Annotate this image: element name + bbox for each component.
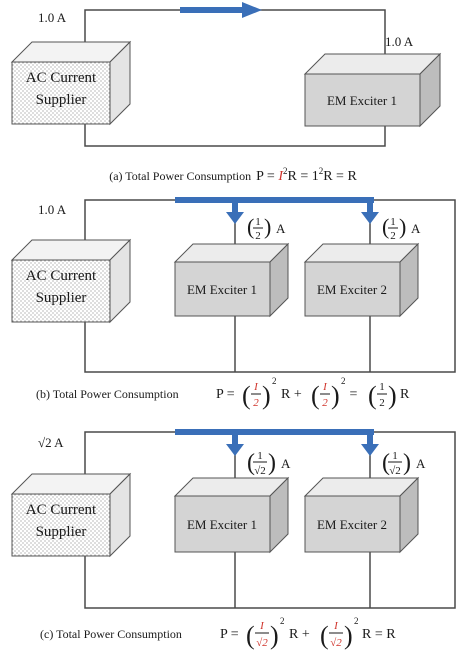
panel-c-formula-p: P = bbox=[220, 627, 239, 642]
panel-a-exciter-label: EM Exciter 1 bbox=[327, 93, 397, 108]
svg-text:): ) bbox=[399, 214, 406, 239]
svg-text:(: ( bbox=[320, 621, 329, 650]
panel-b-em-exciter-2: EM Exciter 2 bbox=[303, 242, 420, 318]
panel-c-branch2-den: √2 bbox=[389, 465, 401, 477]
panel-b: AC Current Supplier EM Exciter 1 EM Exci… bbox=[10, 197, 456, 410]
panel-c-branch2-num: 1 bbox=[392, 450, 398, 462]
panel-c-exciter1-label: EM Exciter 1 bbox=[187, 517, 257, 532]
panel-b-branch1-unit: A bbox=[276, 221, 286, 236]
panel-c-supplier-line2: Supplier bbox=[36, 524, 87, 540]
panel-a: AC Current Supplier EM Exciter 1 1.0 A 1… bbox=[10, 2, 442, 184]
panel-a-formula-rest: R = R bbox=[323, 169, 357, 184]
panel-b-formula-res-den: 2 bbox=[379, 397, 385, 409]
panel-c-ac-supplier: AC Current Supplier bbox=[10, 472, 132, 558]
svg-text:): ) bbox=[270, 621, 279, 650]
panel-b-formula-den1: 2 bbox=[253, 397, 259, 409]
panel-c-em-exciter-2: EM Exciter 2 bbox=[303, 476, 420, 554]
panel-c-branch-current-2: ( 1 √2 ) A bbox=[382, 450, 426, 477]
svg-text:): ) bbox=[264, 214, 271, 239]
panel-a-formula-sq2: 2 bbox=[319, 166, 324, 176]
panel-c-branch1-den: √2 bbox=[254, 465, 266, 477]
svg-text:): ) bbox=[268, 450, 276, 476]
panel-b-caption: (b) Total Power Consumption P = ( I 2 ) … bbox=[36, 376, 410, 410]
panel-b-formula-den2: 2 bbox=[322, 397, 328, 409]
panel-b-branch2-den: 2 bbox=[390, 230, 396, 242]
panel-c-exciter2-label: EM Exciter 2 bbox=[317, 517, 387, 532]
panel-a-ac-supplier: AC Current Supplier bbox=[10, 40, 132, 126]
panel-b-branch-current-1: ( 1 2 ) A bbox=[247, 214, 286, 242]
panel-b-supplier-line2: Supplier bbox=[36, 290, 87, 306]
panel-b-branch2-num: 1 bbox=[390, 216, 396, 228]
panel-b-em-exciter-1: EM Exciter 1 bbox=[173, 242, 290, 318]
panel-c-formula-var2: I bbox=[333, 620, 339, 632]
panel-b-formula-sq1: 2 bbox=[272, 376, 277, 386]
panel-a-formula-sq: 2 bbox=[283, 166, 288, 176]
svg-text:(: ( bbox=[242, 381, 251, 410]
panel-b-formula-sq2: 2 bbox=[341, 376, 346, 386]
panel-b-ac-supplier: AC Current Supplier bbox=[10, 238, 132, 324]
panel-c-formula-rest: R = R bbox=[362, 627, 396, 642]
panel-a-right-current: 1.0 A bbox=[385, 34, 414, 49]
panel-b-left-current: 1.0 A bbox=[38, 202, 67, 217]
panel-c-supplier-line1: AC Current bbox=[26, 502, 97, 518]
panel-c-formula-var1: I bbox=[259, 620, 265, 632]
panel-b-formula-res-num: 1 bbox=[379, 381, 385, 393]
svg-text:): ) bbox=[388, 381, 397, 410]
panel-c-branch1-unit: A bbox=[281, 456, 291, 471]
panel-c-formula-den1: √2 bbox=[256, 637, 268, 649]
panel-a-caption-prefix: (a) Total Power Consumption bbox=[109, 169, 251, 183]
panel-c-branch2-unit: A bbox=[416, 456, 426, 471]
svg-text:): ) bbox=[344, 621, 353, 650]
svg-text:): ) bbox=[331, 381, 340, 410]
panel-a-supplier-line1: AC Current bbox=[26, 70, 97, 86]
panel-c-caption-prefix: (c) Total Power Consumption bbox=[40, 627, 182, 641]
panel-c-caption: (c) Total Power Consumption P = ( I √2 )… bbox=[40, 616, 396, 650]
panel-c-em-exciter-1: EM Exciter 1 bbox=[173, 476, 290, 554]
panel-a-current-arrow bbox=[180, 2, 262, 18]
panel-b-formula-r: R bbox=[400, 387, 410, 402]
svg-text:(: ( bbox=[247, 214, 254, 239]
svg-text:): ) bbox=[403, 450, 411, 476]
panel-b-exciter2-label: EM Exciter 2 bbox=[317, 282, 387, 297]
panel-b-formula-rplus: R + bbox=[281, 387, 302, 402]
panel-b-branch-current-2: ( 1 2 ) A bbox=[382, 214, 421, 242]
panel-a-formula-p: P = bbox=[256, 169, 278, 184]
panel-a-formula-var: I bbox=[277, 169, 284, 184]
svg-text:(: ( bbox=[311, 381, 320, 410]
panel-b-current-arrows bbox=[175, 197, 379, 224]
panel-a-supplier-line2: Supplier bbox=[36, 92, 87, 108]
svg-text:(: ( bbox=[382, 450, 390, 476]
panel-b-formula-eq: = bbox=[346, 387, 361, 402]
panel-b-branch1-den: 2 bbox=[255, 230, 261, 242]
panel-c: AC Current Supplier EM Exciter 1 EM Exci… bbox=[10, 429, 456, 650]
svg-text:): ) bbox=[262, 381, 271, 410]
panel-b-formula-p: P = bbox=[216, 387, 235, 402]
panel-b-branch2-unit: A bbox=[411, 221, 421, 236]
panel-c-formula-rplus: R + bbox=[289, 627, 310, 642]
panel-a-formula-r: R = 1 bbox=[287, 169, 318, 184]
panel-c-left-current: √2 A bbox=[38, 435, 64, 450]
panel-c-branch-current-1: ( 1 √2 ) A bbox=[247, 450, 291, 477]
panel-b-formula-var1: I bbox=[253, 381, 259, 393]
svg-text:(: ( bbox=[368, 381, 377, 410]
panel-c-formula-sq1: 2 bbox=[280, 616, 285, 626]
panel-b-formula-var2: I bbox=[322, 381, 328, 393]
panel-b-caption-prefix: (b) Total Power Consumption bbox=[36, 387, 179, 401]
svg-text:(: ( bbox=[246, 621, 255, 650]
panel-b-branch1-num: 1 bbox=[255, 216, 261, 228]
panel-b-supplier-line1: AC Current bbox=[26, 268, 97, 284]
panel-c-current-arrows bbox=[175, 429, 379, 456]
svg-text:(: ( bbox=[247, 450, 255, 476]
panel-a-left-current: 1.0 A bbox=[38, 10, 67, 25]
svg-text:(: ( bbox=[382, 214, 389, 239]
panel-c-branch1-num: 1 bbox=[257, 450, 263, 462]
panel-c-formula-den2: √2 bbox=[330, 637, 342, 649]
panel-a-em-exciter-1: EM Exciter 1 bbox=[303, 52, 442, 128]
panel-c-formula-sq2: 2 bbox=[354, 616, 359, 626]
panel-b-exciter1-label: EM Exciter 1 bbox=[187, 282, 257, 297]
